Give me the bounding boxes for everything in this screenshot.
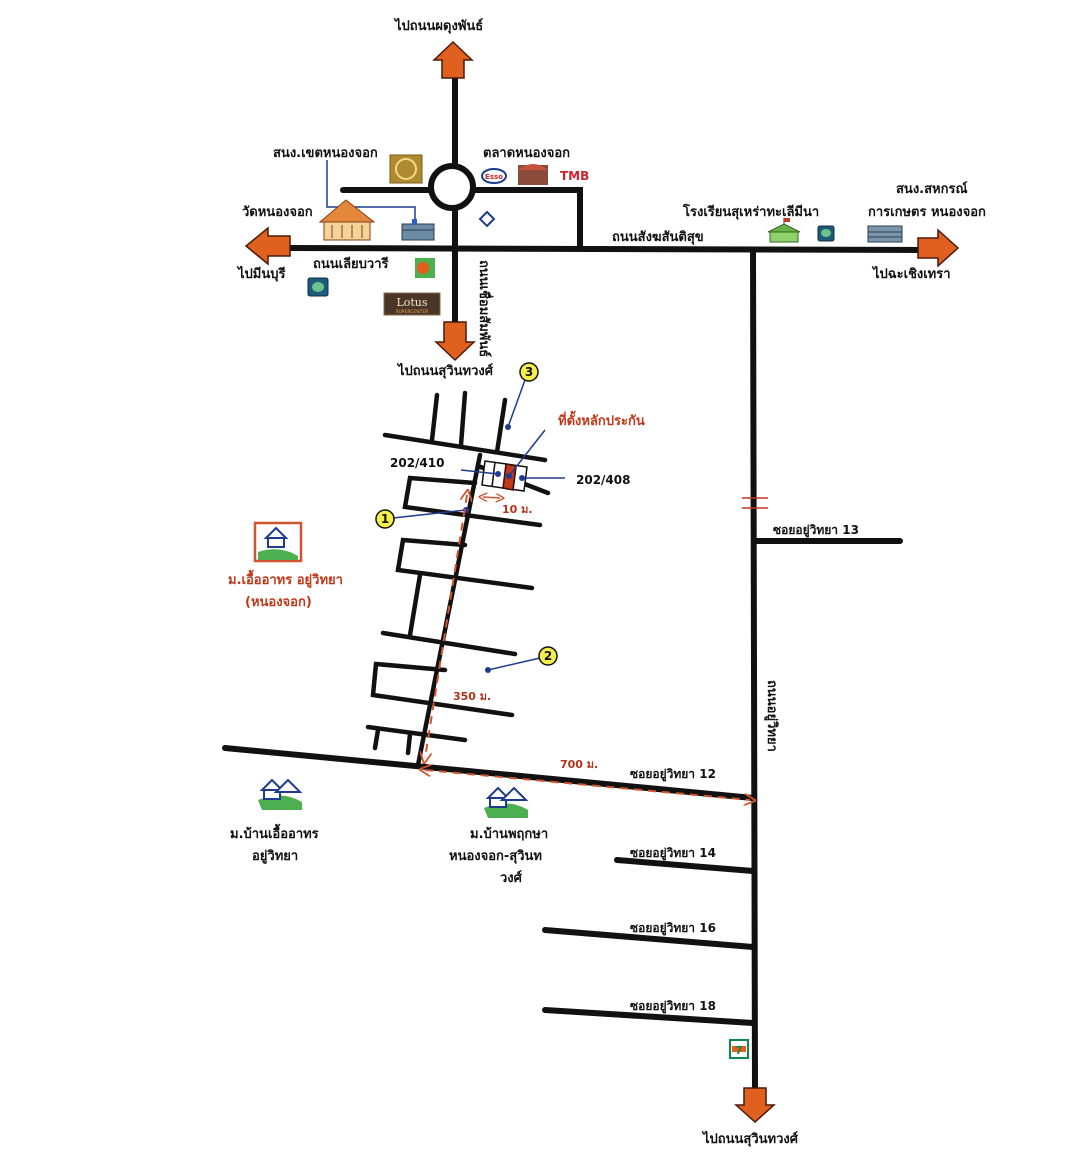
lotus-logo: Lotus SUPERCENTER xyxy=(383,292,441,316)
arrow-west xyxy=(244,226,291,266)
direction-south-center-label: ไปถนนสุวินทวงศ์ xyxy=(396,362,494,379)
village-2-label-2: อยู่วิทยา xyxy=(252,849,298,864)
svg-text:1: 1 xyxy=(381,512,389,526)
bangkok-bank-icon xyxy=(478,210,496,228)
distance-line-350 xyxy=(425,495,467,758)
village-icon-2 xyxy=(258,778,303,810)
direction-west-label: ไปมีนบุรี xyxy=(236,265,285,282)
arrow-north xyxy=(432,40,474,79)
village-1-label-2: (หนองจอก) xyxy=(245,595,312,610)
village-2-label-1: ม.บ้านเอื้ออาทร xyxy=(230,823,319,842)
roundabout xyxy=(428,163,476,211)
leader-202-410 xyxy=(460,469,499,475)
marker-3: 3 xyxy=(505,362,539,430)
leader-district-office xyxy=(326,160,416,222)
landmark-temple-label: วัดหนองจอก xyxy=(242,205,313,220)
road-roundabout-east xyxy=(470,187,583,251)
distance-line-700 xyxy=(425,770,750,800)
road-label-center-vertical: ถนนเชื่อมสัมพันธ์ xyxy=(476,260,494,357)
road-soi-18 xyxy=(542,1007,756,1026)
arrow-south-right xyxy=(734,1087,776,1124)
village-icon-3 xyxy=(484,786,529,818)
seven-eleven-logo: 7 xyxy=(729,1039,749,1059)
svg-text:Lotus: Lotus xyxy=(396,296,427,309)
road-soi-16 xyxy=(542,927,756,950)
road-right-vertical xyxy=(750,247,758,1093)
road-break-mark xyxy=(742,497,768,509)
landmark-school-label: โรงเรียนสุเหร่าทะเลีมีนา xyxy=(682,203,819,220)
road-soi-14 xyxy=(614,857,756,874)
svg-text:Esso: Esso xyxy=(485,173,503,181)
distance-350-label: 350 ม. xyxy=(453,690,491,703)
landmark-market-label: ตลาดหนองจอก xyxy=(483,146,570,161)
road-label-main: ถนนสังฆสันติสุข xyxy=(612,230,704,245)
village-3-label-1: ม.บ้านพฤกษา xyxy=(470,826,548,842)
svg-text:7: 7 xyxy=(735,1044,743,1057)
office-building-icon xyxy=(401,219,435,241)
village-3-label-2: หนองจอก-สุวินท xyxy=(449,849,542,864)
village-1-label-1: ม.เอื้ออาทร อยู่วิทยา xyxy=(228,569,343,588)
esso-logo: Esso xyxy=(481,168,507,184)
temple-icon xyxy=(318,199,376,241)
school-icon xyxy=(767,218,801,243)
coop-building-icon xyxy=(867,225,903,243)
svg-text:2: 2 xyxy=(544,649,552,663)
bank-leaf-icon-right xyxy=(817,225,835,242)
distance-line-10 xyxy=(483,497,500,498)
store-logo-icon xyxy=(415,258,435,278)
village-icon-1 xyxy=(253,521,303,563)
direction-north-label: ไปถนนผดุงพันธ์ xyxy=(393,17,483,34)
arrow-south-center xyxy=(434,321,476,362)
leader-property xyxy=(508,429,546,477)
direction-east-label: ไปฉะเชิงเทรา xyxy=(871,265,951,282)
landmark-coop-label-1: สนง.สหกรณ์ xyxy=(896,181,968,197)
road-label-soi-13: ซอยอยู่วิทยา 13 xyxy=(773,523,859,538)
lot-202-410-dot xyxy=(495,471,501,477)
address-202-408: 202/408 xyxy=(576,473,630,487)
lot-202-408-dot xyxy=(519,475,525,481)
village-3-label-3: วงศ์ xyxy=(500,870,523,886)
property-dot xyxy=(506,473,512,479)
bank-leaf-icon-left xyxy=(307,277,329,297)
landmark-coop-label-2: การเกษตร หนองจอก xyxy=(868,205,986,220)
road-main-horizontal xyxy=(282,245,933,253)
tmb-logo: TMB xyxy=(560,169,589,183)
landmark-district-office-label: สนง.เขตหนองจอก xyxy=(273,146,378,161)
svg-text:SUPERCENTER: SUPERCENTER xyxy=(396,309,429,315)
marker-2: 2 xyxy=(485,646,558,673)
road-label-right-vertical: ถนนอยู่วิทยา xyxy=(764,680,779,752)
direction-south-right-label: ไปถนนสุวินทวงศ์ xyxy=(701,1130,799,1147)
svg-text:3: 3 xyxy=(525,365,533,379)
road-label-soi-18: ซอยอยู่วิทยา 18 xyxy=(630,999,716,1014)
road-label-soi-14: ซอยอยู่วิทยา 14 xyxy=(630,846,716,861)
address-202-410: 202/410 xyxy=(390,456,444,470)
market-logo xyxy=(518,164,548,185)
road-label-soi-16: ซอยอยู่วิทยา 16 xyxy=(630,921,716,936)
arrow-east xyxy=(917,228,960,268)
distance-700-label: 700 ม. xyxy=(560,758,598,771)
distance-10-label: 10 ม. xyxy=(502,503,533,516)
road-label-soi-12: ซอยอยู่วิทยา 12 xyxy=(630,767,716,782)
property-title: ที่ตั้งหลักประกัน xyxy=(558,410,645,429)
road-label-left: ถนนเลียบวารี xyxy=(313,256,389,272)
neighborhood-roads xyxy=(365,390,551,768)
emblem-icon xyxy=(389,154,423,184)
